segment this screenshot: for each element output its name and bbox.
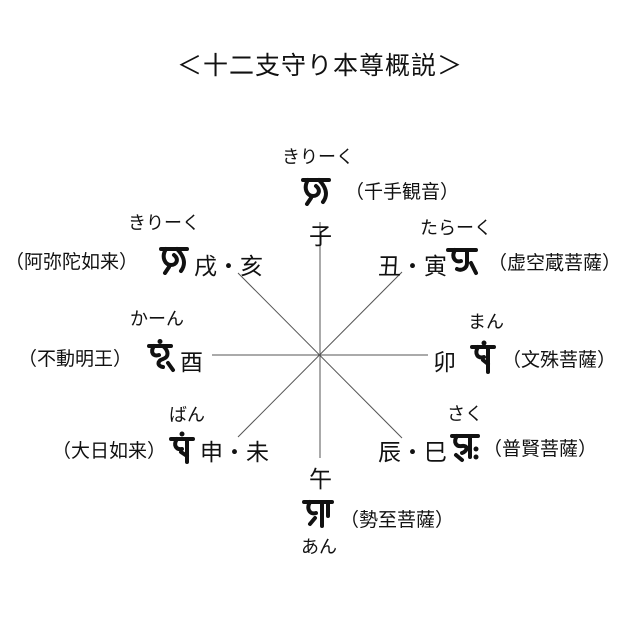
siddham-trah-icon	[445, 243, 479, 277]
deity-southwest: （大日如来）	[52, 440, 167, 462]
deity-north: （千手観音）	[345, 181, 460, 203]
zodiac-northwest: 戌・亥	[194, 254, 263, 280]
reading-northwest: きりーく	[128, 213, 200, 234]
reading-southeast: さく	[447, 404, 483, 425]
reading-northeast: たらーく	[420, 218, 492, 239]
deity-west: （不動明王）	[18, 348, 133, 370]
zodiac-southwest: 申・未	[200, 440, 269, 466]
siddham-hrih-icon	[299, 172, 333, 206]
reading-south: あん	[301, 537, 337, 558]
reading-southwest: ばん	[169, 405, 205, 426]
zodiac-west: 酉	[180, 350, 203, 376]
reading-north: きりーく	[282, 147, 354, 168]
zodiac-east: 卯	[433, 350, 456, 376]
siddham-vam-icon	[165, 430, 199, 464]
line-diagonal-nw-se	[237, 272, 403, 439]
reading-west: かーん	[130, 309, 184, 330]
zodiac-northeast: 丑・寅	[378, 254, 447, 280]
deity-northeast: （虚空蔵菩薩）	[488, 252, 622, 274]
zodiac-southeast: 辰・巳	[378, 440, 447, 466]
siddham-mam-icon	[466, 340, 500, 374]
zodiac-south: 午	[309, 467, 332, 493]
reading-east: まん	[468, 312, 504, 333]
deity-south: （勢至菩薩）	[340, 509, 455, 531]
siddham-sam-icon	[301, 494, 335, 528]
siddham-hrih-icon-2	[157, 241, 191, 275]
zodiac-north: 子	[309, 224, 332, 250]
deity-east: （文殊菩薩）	[502, 349, 617, 371]
siddham-sah-icon	[448, 429, 482, 463]
deity-northwest: （阿弥陀如来）	[5, 251, 139, 273]
deity-southeast: （普賢菩薩）	[483, 438, 598, 460]
diagram-title: ＜十二支守り本尊概説＞	[176, 51, 463, 80]
line-diagonal-ne-sw	[237, 271, 403, 438]
siddham-hammam-icon	[143, 339, 177, 373]
